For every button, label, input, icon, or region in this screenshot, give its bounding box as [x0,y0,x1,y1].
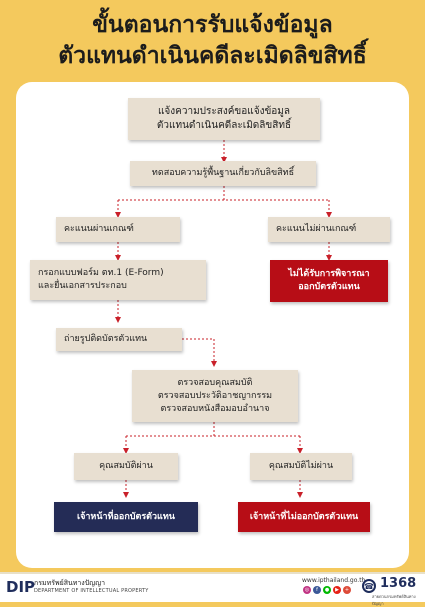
step-check-line-3: ตรวจสอบหนังสือมอบอำนาจ [160,403,270,414]
hotline-caption: สายด่วนกรมทรัพย์สินทางปัญญา [372,594,416,606]
connector-check-split [126,422,300,437]
dip-logo: DIP [6,578,36,596]
step-request-line-1: แจ้งความประสงค์ขอแจ้งข้อมูล [157,106,291,117]
step-not-considered-line-1: ไม่ได้รับการพิจารณา [288,269,370,279]
youtube-icon[interactable]: ▶ [333,586,341,594]
website-link[interactable]: www.ipthailand.go.th [302,577,366,584]
department-name-thai: กรมทรัพย์สินทางปัญญา [34,579,106,587]
line-icon[interactable]: ● [323,586,331,594]
step-not-issue-card-label: เจ้าหน้าที่ไม่ออกบัตรตัวแทน [249,511,359,522]
step-qualified-label: คุณสมบัติผ่าน [99,461,153,471]
step-form-line-2: และยื่นเอกสารประกอบ [38,281,127,291]
step-issue-card-label: เจ้าหน้าที่ออกบัตรตัวแทน [77,511,175,522]
department-name-english: DEPARTMENT OF INTELLECTUAL PROPERTY [34,588,149,594]
hotline-number: 1368 [380,576,417,591]
connector-photo-check [182,338,217,367]
step-not-considered-box: ไม่ได้รับการพิจารณา ออกบัตรตัวแทน [270,260,388,302]
step-qualified-box: คุณสมบัติผ่าน [74,453,178,480]
step-pass-label: คะแนนผ่านเกณฑ์ [64,224,134,234]
step-photo-box: ถ่ายรูปติดบัตรตัวแทน [56,328,182,351]
step-form-box: กรอกแบบฟอร์ม ตท.1 (E-Form) และยื่นเอกสาร… [30,260,206,300]
facebook-icon[interactable]: f [313,586,321,594]
title-line-1: ขั้นตอนการรับแจ้งข้อมูล [92,12,333,38]
step-check-line-2: ตรวจสอบประวัติอาชญากรรม [157,390,273,401]
step-exam-label: ทดสอบความรู้พื้นฐานเกี่ยวกับลิขสิทธิ์ [151,168,295,178]
step-check-line-1: ตรวจสอบคุณสมบัติ [177,377,253,388]
instagram-icon[interactable]: ◎ [303,586,311,594]
social-icons: ◎ f ● ▶ + [303,586,351,594]
step-exam-box: ทดสอบความรู้พื้นฐานเกี่ยวกับลิขสิทธิ์ [130,161,316,186]
step-not-issue-card-box: เจ้าหน้าที่ไม่ออกบัตรตัวแทน [238,502,370,532]
step-fail-box: คะแนนไม่ผ่านเกณฑ์ [268,217,390,242]
step-issue-card-box: เจ้าหน้าที่ออกบัตรตัวแทน [54,502,198,532]
step-request-box: แจ้งความประสงค์ขอแจ้งข้อมูล ตัวแทนดำเนิน… [128,98,320,140]
phone-icon: ☎ [362,579,376,593]
title-line-2: ตัวแทนดำเนินคดีละเมิดลิขสิทธิ์ [58,43,367,69]
step-check-box: ตรวจสอบคุณสมบัติ ตรวจสอบประวัติอาชญากรรม… [132,370,298,422]
google-plus-icon[interactable]: + [343,586,351,594]
connector-exam-split [118,186,329,201]
step-request-line-2: ตัวแทนดำเนินคดีละเมิดลิขสิทธิ์ [156,120,292,131]
step-not-qualified-label: คุณสมบัติไม่ผ่าน [268,461,334,471]
step-form-line-1: กรอกแบบฟอร์ม ตท.1 (E-Form) [38,268,164,278]
step-fail-label: คะแนนไม่ผ่านเกณฑ์ [276,224,357,234]
step-not-considered-line-2: ออกบัตรตัวแทน [298,282,360,292]
step-pass-box: คะแนนผ่านเกณฑ์ [56,217,180,242]
step-not-qualified-box: คุณสมบัติไม่ผ่าน [250,453,352,480]
footer-bar: DIP กรมทรัพย์สินทางปัญญา DEPARTMENT OF I… [0,572,425,606]
step-photo-label: ถ่ายรูปติดบัตรตัวแทน [64,334,148,344]
